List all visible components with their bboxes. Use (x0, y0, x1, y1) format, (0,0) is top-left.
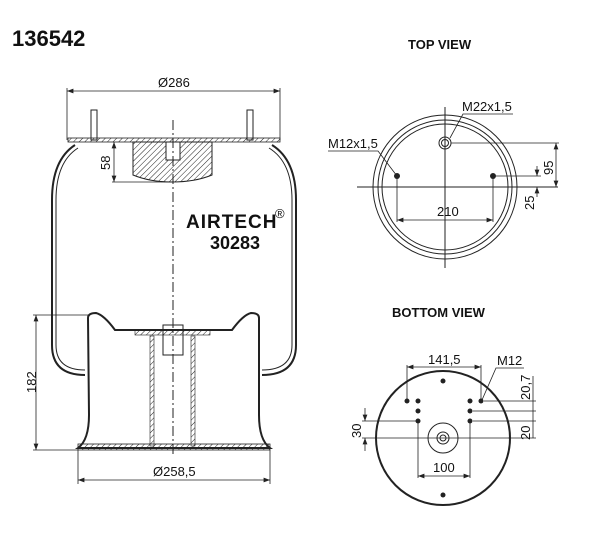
row-offset-label: 20 (518, 426, 533, 440)
brand-name: AIRTECH (186, 212, 277, 233)
inner-spacing-label: 100 (433, 460, 455, 475)
stud-right (246, 109, 254, 141)
piston-height-label: 182 (24, 371, 39, 393)
bellows-left (51, 144, 86, 376)
air-fitting-label: M22x1,5 (462, 99, 512, 114)
bellows-right (261, 144, 297, 376)
fitting-offset-label: 95 (541, 161, 556, 175)
registered-mark: ® (275, 206, 285, 221)
stud-left (90, 109, 98, 141)
base-diameter-label: Ø258,5 (153, 464, 196, 479)
bottom-view: 141,5 M12 20,7 20 30 100 (349, 352, 536, 506)
outer-spacing-label: 141,5 (428, 352, 461, 367)
mounting-holes (404, 378, 484, 498)
top-view-heading: TOP VIEW (408, 37, 472, 52)
top-plate (67, 137, 281, 143)
stud-thread-label: M12x1,5 (328, 136, 378, 151)
model-number: 30283 (210, 233, 260, 253)
row-offset-top-label: 20,7 (518, 375, 533, 400)
stud-offset-label: 25 (522, 196, 537, 210)
left-offset-label: 30 (349, 424, 364, 438)
piston-base (77, 443, 271, 451)
part-number: 136542 (12, 26, 85, 51)
side-view: Ø286 58 AIRTECH ® 30283 182 (24, 75, 297, 484)
bottom-view-heading: BOTTOM VIEW (392, 305, 486, 320)
bead-height-label: 58 (98, 156, 113, 170)
stud-spacing-label: 210 (437, 204, 459, 219)
top-view: M22x1,5 M12x1,5 210 95 25 (328, 99, 559, 268)
top-diameter-label: Ø286 (158, 75, 190, 90)
thread-label: M12 (497, 353, 522, 368)
